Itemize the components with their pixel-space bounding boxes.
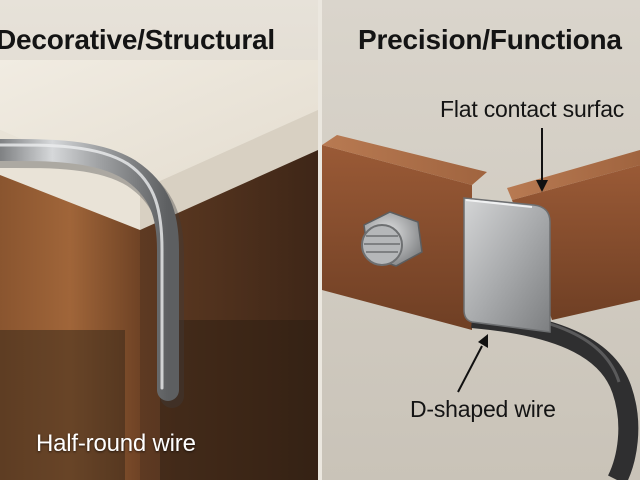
flat-contact-surface-label: Flat contact surfac — [440, 96, 625, 122]
panel-divider — [318, 0, 322, 480]
d-wire-arrow — [457, 345, 483, 393]
left-panel-title: Decorative/Structural — [0, 24, 276, 55]
left-scene-illustration — [0, 0, 318, 480]
flat-contact-plate — [463, 197, 551, 333]
right-scene-illustration — [322, 0, 640, 480]
d-shaped-wire-label: D-shaped wire — [410, 396, 556, 422]
left-panel: Decorative/Structural Half-round wire — [0, 0, 318, 480]
half-round-wire-caption: Half-round wire — [36, 430, 196, 457]
right-panel-title: Precision/Functiona — [358, 24, 622, 55]
half-round-wire — [0, 138, 179, 401]
right-panel: Precision/Functiona Flat contact surfac … — [322, 0, 640, 480]
